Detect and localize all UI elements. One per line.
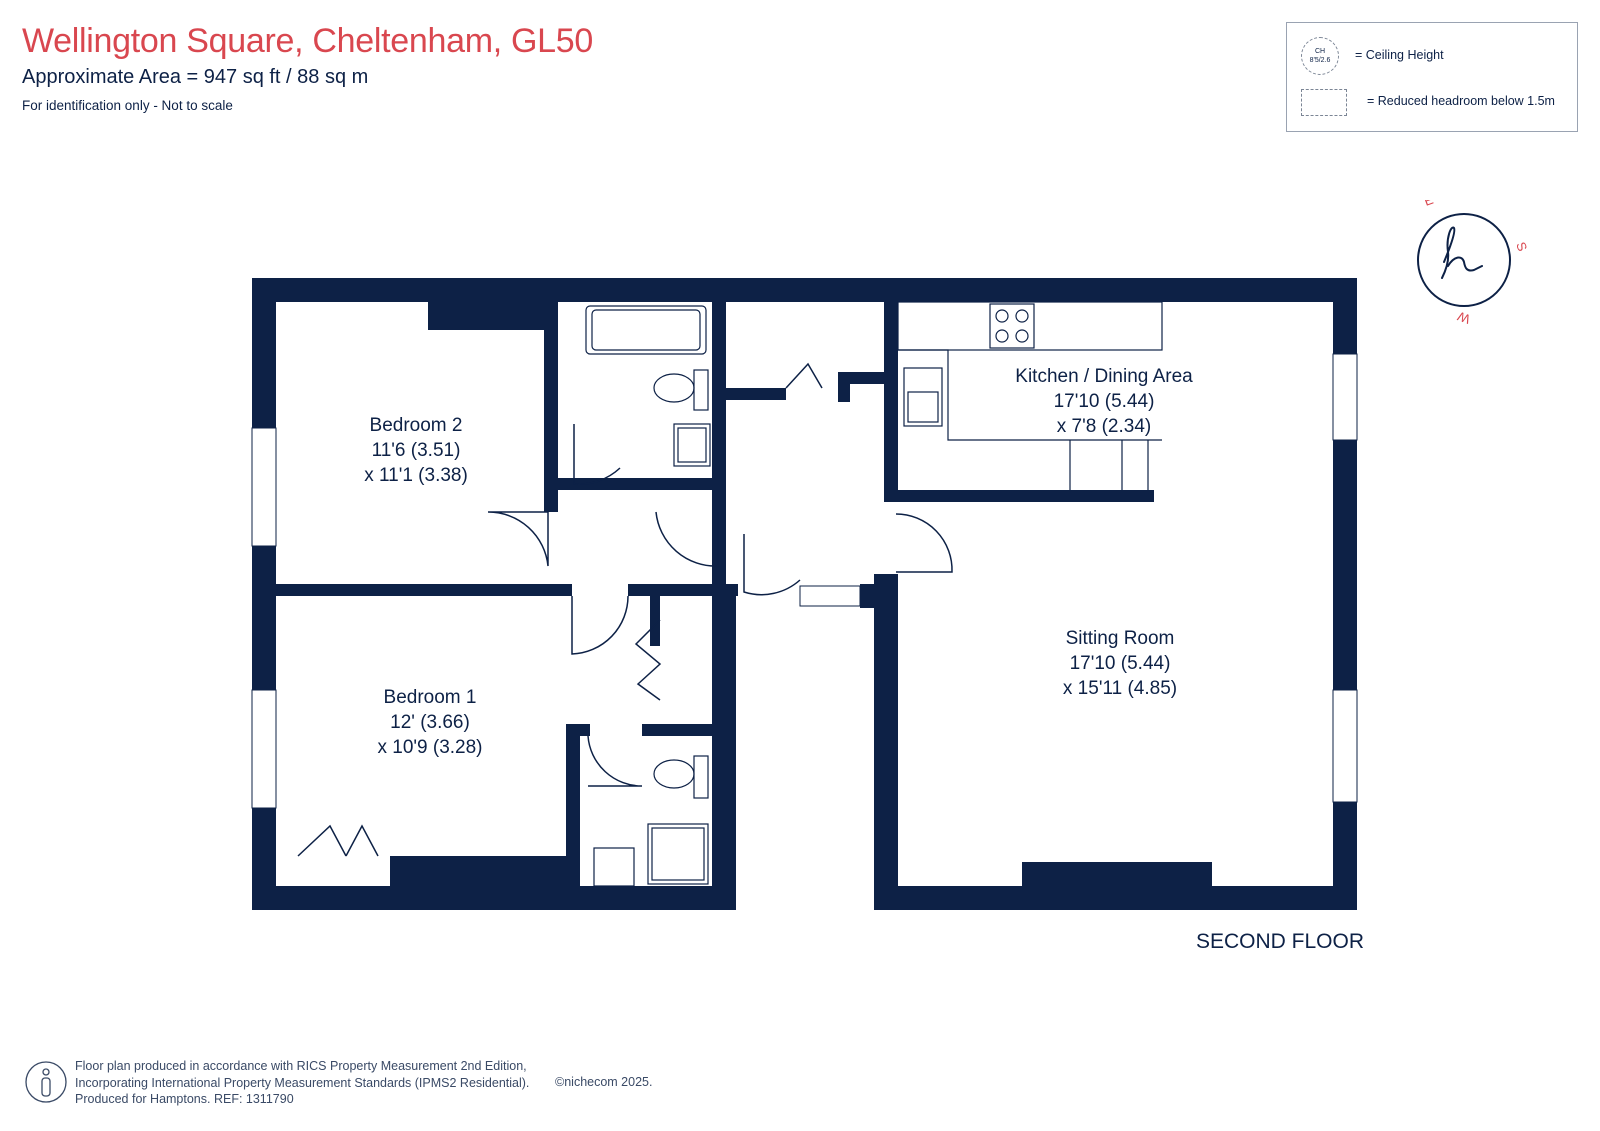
- hamptons-h-logo-icon: [1441, 226, 1483, 279]
- reduced-headroom-label: = Reduced headroom below 1.5m: [1367, 94, 1555, 108]
- room-name: Kitchen / Dining Area: [1015, 366, 1193, 387]
- wall-kitchen-bottom: [884, 490, 1154, 502]
- wall-bedroom2-top-block: [428, 302, 558, 330]
- door-bathroom: [573, 424, 621, 485]
- room-name: Bedroom 1: [383, 687, 477, 708]
- window-hall: [799, 585, 861, 607]
- toilet-icon: [653, 373, 695, 403]
- window-bedroom1: [251, 689, 277, 809]
- wall-bedrooms-divider: [276, 584, 572, 596]
- room-dimension: 17'10 (5.44): [1069, 653, 1171, 674]
- fixtures: [585, 301, 1163, 887]
- compass-west: W: [1455, 308, 1472, 327]
- hob-icon: [989, 303, 1035, 349]
- footer-line2: Incorporating International Property Mea…: [75, 1075, 530, 1090]
- compass-east: E: [1422, 200, 1436, 209]
- doors: [297, 362, 953, 857]
- scale-note: For identification only - Not to scale: [22, 98, 233, 113]
- room-dimension: 17'10 (5.44): [1053, 391, 1155, 412]
- window-bedroom2: [251, 427, 277, 547]
- wall-bathroom-bottom: [558, 478, 712, 490]
- room-name: Sitting Room: [1065, 628, 1175, 649]
- room-dimension: x 11'1 (3.38): [364, 465, 468, 486]
- door-bedroom2: [487, 511, 549, 567]
- ceiling-height-icon: CH 8'5/2.6: [1301, 37, 1339, 75]
- approximate-area: Approximate Area = 947 sq ft / 88 sq m: [22, 66, 369, 88]
- shower-icon: [647, 823, 709, 885]
- basin-icon: [673, 423, 711, 467]
- door-entrance: [743, 534, 801, 596]
- room-bedroom2: Bedroom 2 11'6 (3.51) x 11'1 (3.38): [364, 413, 468, 488]
- ceiling-height-icon-line1: CH: [1314, 48, 1326, 55]
- footer-line1: Floor plan produced in accordance with R…: [75, 1059, 527, 1073]
- toilet-icon-ensuite: [653, 759, 695, 789]
- legend-box: CH 8'5/2.6 = Ceiling Height = Reduced he…: [1286, 22, 1578, 132]
- wall-bathroom-right: [712, 302, 726, 612]
- room-dimension: x 10'9 (3.28): [377, 737, 483, 758]
- wall-bedroom2-right: [544, 302, 558, 512]
- compass-ring: [1417, 213, 1511, 307]
- footer-line3: Produced for Hamptons. REF: 1311790: [75, 1092, 294, 1106]
- wall-kitchen-left: [884, 302, 898, 490]
- bath-icon: [585, 305, 707, 355]
- basin-icon-ensuite: [593, 847, 635, 887]
- person-info-icon: [25, 1061, 67, 1103]
- doors-cupboard-bifold: [634, 619, 662, 701]
- window-sitting-room: [1332, 689, 1358, 803]
- windows: [251, 353, 1358, 809]
- sink-icon: [903, 367, 943, 427]
- room-dimension: 12' (3.66): [390, 712, 470, 733]
- wall-sitting-left: [874, 574, 898, 910]
- room-dimension: x 7'8 (2.34): [1056, 416, 1152, 437]
- kitchen-counter-top: [897, 301, 1163, 351]
- room-kitchen-dining: Kitchen / Dining Area 17'10 (5.44) x 7'8…: [1015, 364, 1192, 439]
- room-name: Bedroom 2: [369, 415, 463, 436]
- room-dimension: 11'6 (3.51): [371, 440, 461, 461]
- door-ensuite: [587, 735, 643, 787]
- window-kitchen: [1332, 353, 1358, 441]
- door-sitting-room: [895, 513, 953, 573]
- compass-rose: E S N W: [1417, 200, 1530, 327]
- wall-ensuite-left: [566, 724, 580, 886]
- plan-title: Wellington Square, Cheltenham, GL50: [22, 22, 594, 60]
- wall-left: [252, 278, 276, 910]
- door-hall-store: [785, 362, 823, 389]
- reduced-headroom-icon: [1301, 89, 1347, 116]
- ceiling-height-icon-line2: 8'5/2.6: [1309, 57, 1331, 64]
- wall-bottom-right: [874, 886, 1357, 910]
- floor-label: SECOND FLOOR: [1196, 930, 1365, 953]
- ceiling-height-label: = Ceiling Height: [1355, 48, 1444, 62]
- room-dimension: x 15'11 (4.85): [1062, 678, 1178, 699]
- copyright: ©nichecom 2025.: [555, 1075, 653, 1089]
- door-hall-cupboard: [655, 511, 719, 567]
- footer-notes: Floor plan produced in accordance with R…: [75, 1058, 529, 1108]
- wall-bedroom1-bottom-block: [390, 856, 580, 886]
- walls: [252, 278, 1357, 910]
- wall-top: [252, 278, 1357, 302]
- kitchen-counter-island: [898, 349, 1162, 441]
- door-bedroom1: [571, 595, 629, 655]
- chimney-breast: [1022, 862, 1212, 886]
- wall-bottom-left: [252, 886, 734, 910]
- room-bedroom1: Bedroom 1 12' (3.66) x 10'9 (3.28): [377, 685, 482, 760]
- room-sitting-room: Sitting Room 17'10 (5.44) x 15'11 (4.85): [1063, 626, 1177, 701]
- doors-wardrobe-bifold: [297, 824, 379, 857]
